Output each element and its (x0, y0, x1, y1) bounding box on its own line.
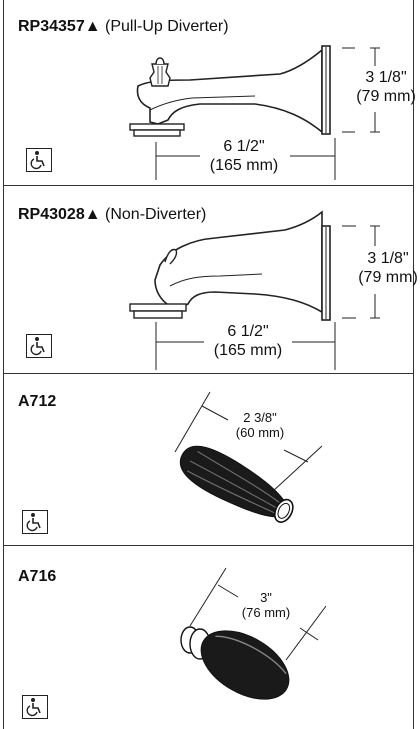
model-number: RP34357 (18, 18, 85, 35)
height-mm: (79 mm) (356, 88, 416, 105)
model-number: RP43028 (18, 206, 85, 223)
a712-lever-handle-drawing (174, 391, 323, 523)
model-number: A716 (18, 568, 57, 585)
spec-sheet-frame (3, 0, 414, 729)
height-inches: 3 1/8" (365, 69, 407, 86)
length-mm: (165 mm) (213, 342, 283, 359)
height-dimension: 3 1/8" (79 mm) (357, 249, 419, 287)
length-mm: (165 mm) (209, 157, 279, 174)
divider-3 (3, 545, 414, 546)
availability-marker: ▲ (84, 206, 101, 223)
length-dimension: 6 1/2" (165 mm) (200, 322, 296, 360)
length-dimension: 2 3/8" (60 mm) (220, 410, 300, 440)
section-title: RP43028▲ (Non-Diverter) (18, 206, 206, 224)
wheelchair-accessibility-icon (26, 148, 52, 172)
section-title: RP34357▲ (Pull-Up Diverter) (18, 18, 229, 36)
length-mm: (60 mm) (235, 425, 285, 440)
section-title: A716 (18, 568, 56, 586)
model-description: (Pull-Up Diverter) (105, 18, 229, 35)
model-number: A712 (18, 393, 57, 410)
height-dimension: 3 1/8" (79 mm) (355, 68, 417, 106)
wheelchair-accessibility-icon (26, 334, 52, 358)
non-diverter-spout-drawing (129, 210, 380, 370)
wheelchair-accessibility-icon (22, 510, 48, 534)
availability-marker: ▲ (84, 18, 101, 35)
length-inches: 3" (260, 590, 272, 605)
model-description: (Non-Diverter) (105, 206, 207, 223)
length-inches: 6 1/2" (227, 323, 269, 340)
wheelchair-accessibility-icon (22, 695, 48, 719)
pull-up-diverter-spout-drawing (129, 45, 380, 180)
height-mm: (79 mm) (358, 269, 418, 286)
divider-2 (3, 373, 414, 374)
length-inches: 6 1/2" (223, 138, 265, 155)
length-dimension: 3" (76 mm) (226, 590, 306, 620)
length-dimension: 6 1/2" (165 mm) (196, 137, 292, 175)
section-title: A712 (18, 393, 56, 411)
height-inches: 3 1/8" (367, 250, 409, 267)
divider-1 (3, 185, 414, 186)
length-inches: 2 3/8" (243, 410, 277, 425)
length-mm: (76 mm) (241, 605, 291, 620)
